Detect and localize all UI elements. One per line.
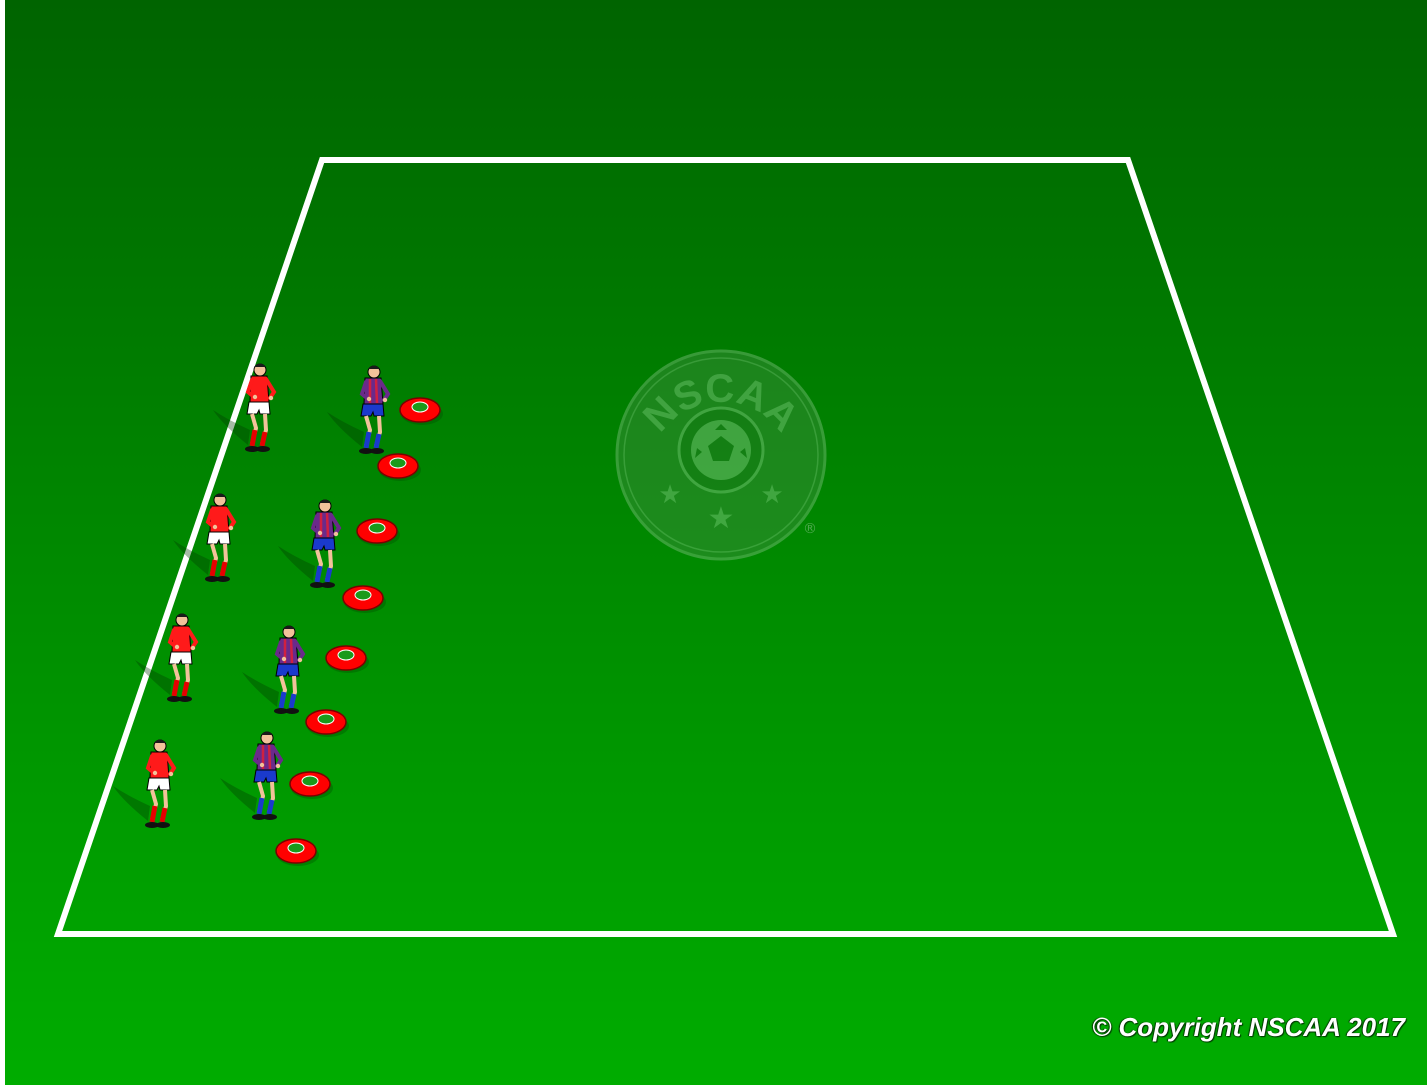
star-icon: ★ (658, 480, 681, 510)
left-edge-strip (0, 0, 5, 1085)
registered-mark: ® (803, 521, 817, 537)
star-icon: ★ (708, 501, 735, 536)
star-icon: ★ (760, 480, 783, 510)
nscaa-logo-watermark: NSCAA ★ ★ ★ (617, 351, 825, 559)
copyright-notice: © Copyright NSCAA 2017 (1092, 1012, 1405, 1043)
